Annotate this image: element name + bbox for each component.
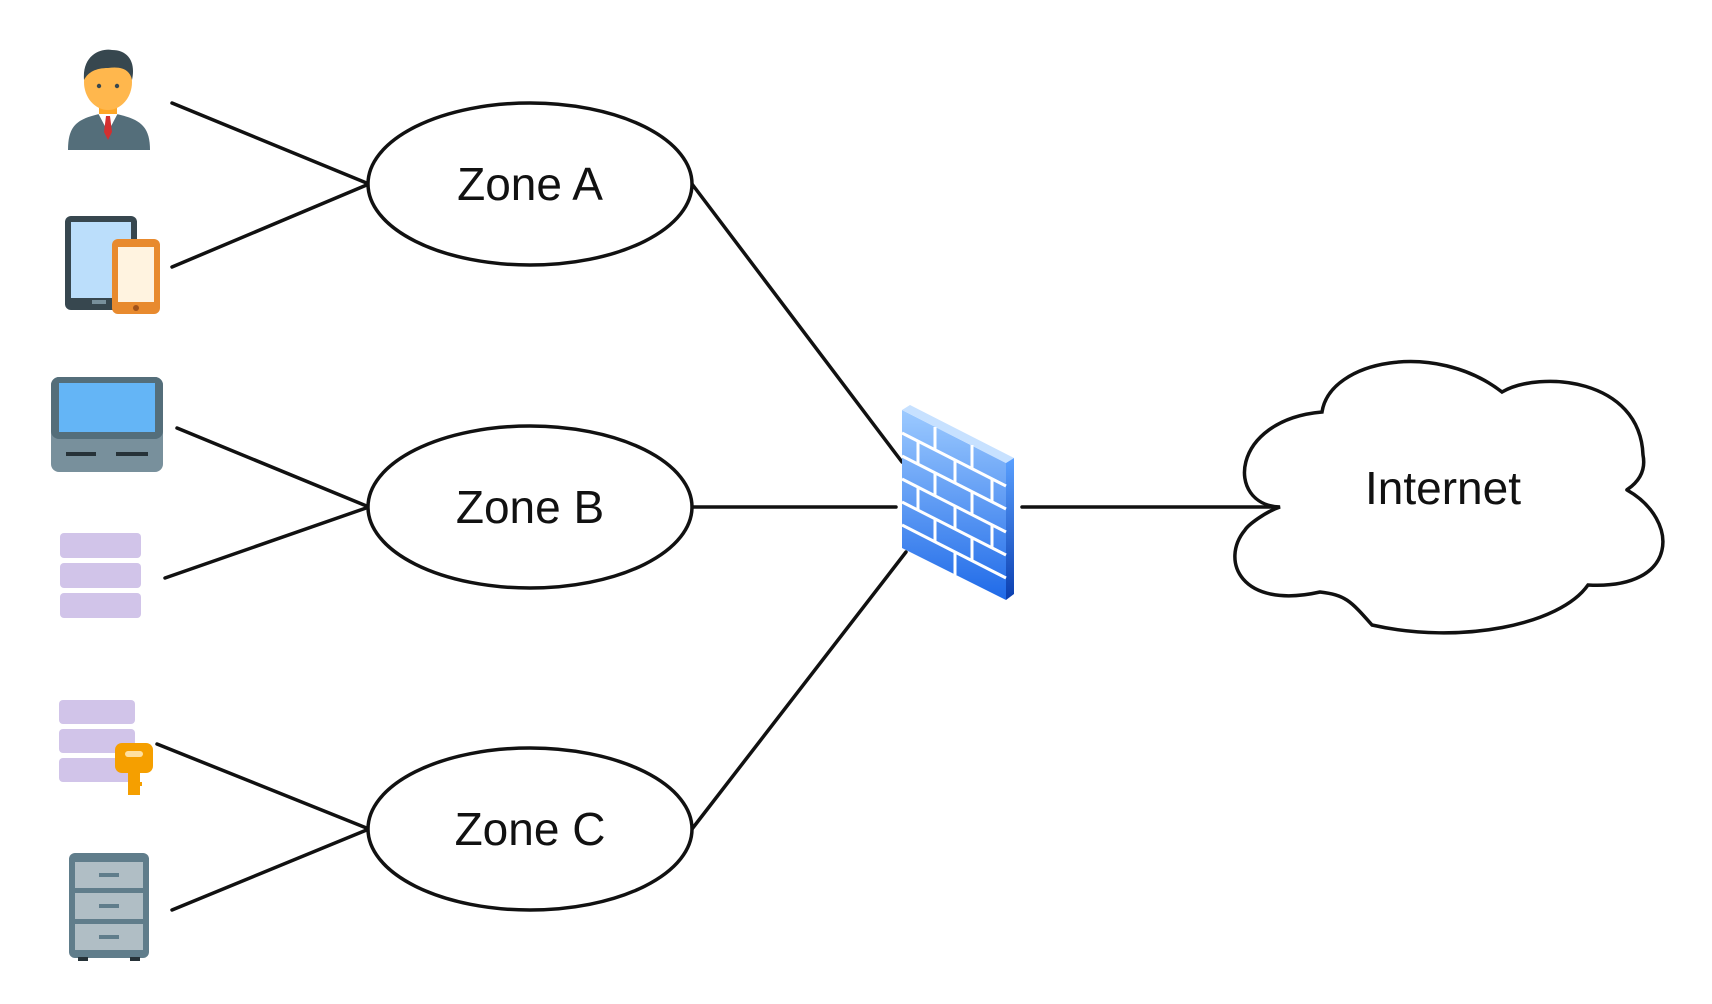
firewall-icon[interactable] — [901, 405, 1014, 600]
user-hair — [83, 49, 134, 80]
server-stack-icon[interactable] — [60, 533, 141, 618]
terminal-slot-right — [116, 452, 148, 456]
terminal-device-icon[interactable] — [51, 377, 163, 472]
zone-b-label: Zone B — [456, 481, 604, 533]
edge-user-zone-a — [170, 101, 371, 186]
edge-zone-a-firewall — [690, 182, 904, 464]
user-tie — [104, 116, 112, 140]
terminal-slot-left — [66, 452, 96, 456]
phone-screen — [118, 247, 154, 302]
cabinet-handle-2 — [99, 904, 119, 908]
firewall-bricks — [901, 427, 1007, 580]
key-icon — [115, 743, 153, 795]
cabinet-handle-1 — [99, 873, 119, 877]
connections — [155, 101, 1282, 912]
server-unit-1 — [60, 533, 141, 558]
file-cabinet-icon[interactable] — [69, 853, 149, 961]
cabinet-handle-3 — [99, 935, 119, 939]
user-eye-left — [96, 83, 102, 89]
edge-zone-c-firewall — [690, 550, 908, 831]
firewall-top — [902, 405, 1014, 463]
server-unit-2 — [60, 563, 141, 588]
zone-c-ellipse — [366, 746, 694, 912]
cabinet-foot-left — [78, 957, 88, 961]
cloud-outline — [1233, 359, 1665, 635]
user-icon[interactable] — [68, 49, 150, 150]
zone-c-label: Zone C — [455, 803, 606, 855]
edge-cabinet-zone-c — [170, 827, 371, 912]
internet-label: Internet — [1365, 462, 1521, 514]
server-unit-3 — [60, 593, 141, 618]
edge-keyserver-zone-c — [155, 742, 371, 831]
internet-cloud[interactable]: Internet — [1233, 359, 1665, 635]
edge-server-zone-b — [163, 505, 371, 580]
terminal-screen — [59, 383, 155, 432]
cabinet-foot-right — [130, 957, 140, 961]
key-server-icon[interactable] — [59, 700, 153, 795]
keyserver-unit-1 — [59, 700, 135, 724]
zone-c[interactable]: Zone C — [366, 746, 694, 912]
edge-tablet-zone-a — [170, 182, 371, 269]
edge-terminal-zone-b — [175, 426, 371, 509]
zone-b-ellipse — [366, 424, 694, 590]
zone-a[interactable]: Zone A — [366, 101, 694, 267]
tablet-button — [92, 300, 106, 304]
user-eye-right — [114, 83, 120, 89]
zone-a-ellipse — [366, 101, 694, 267]
zone-b[interactable]: Zone B — [366, 424, 694, 590]
zone-a-label: Zone A — [457, 158, 603, 210]
firewall-side — [1006, 458, 1014, 600]
tablet-phone-icon[interactable] — [65, 216, 160, 314]
phone-button — [133, 305, 139, 311]
